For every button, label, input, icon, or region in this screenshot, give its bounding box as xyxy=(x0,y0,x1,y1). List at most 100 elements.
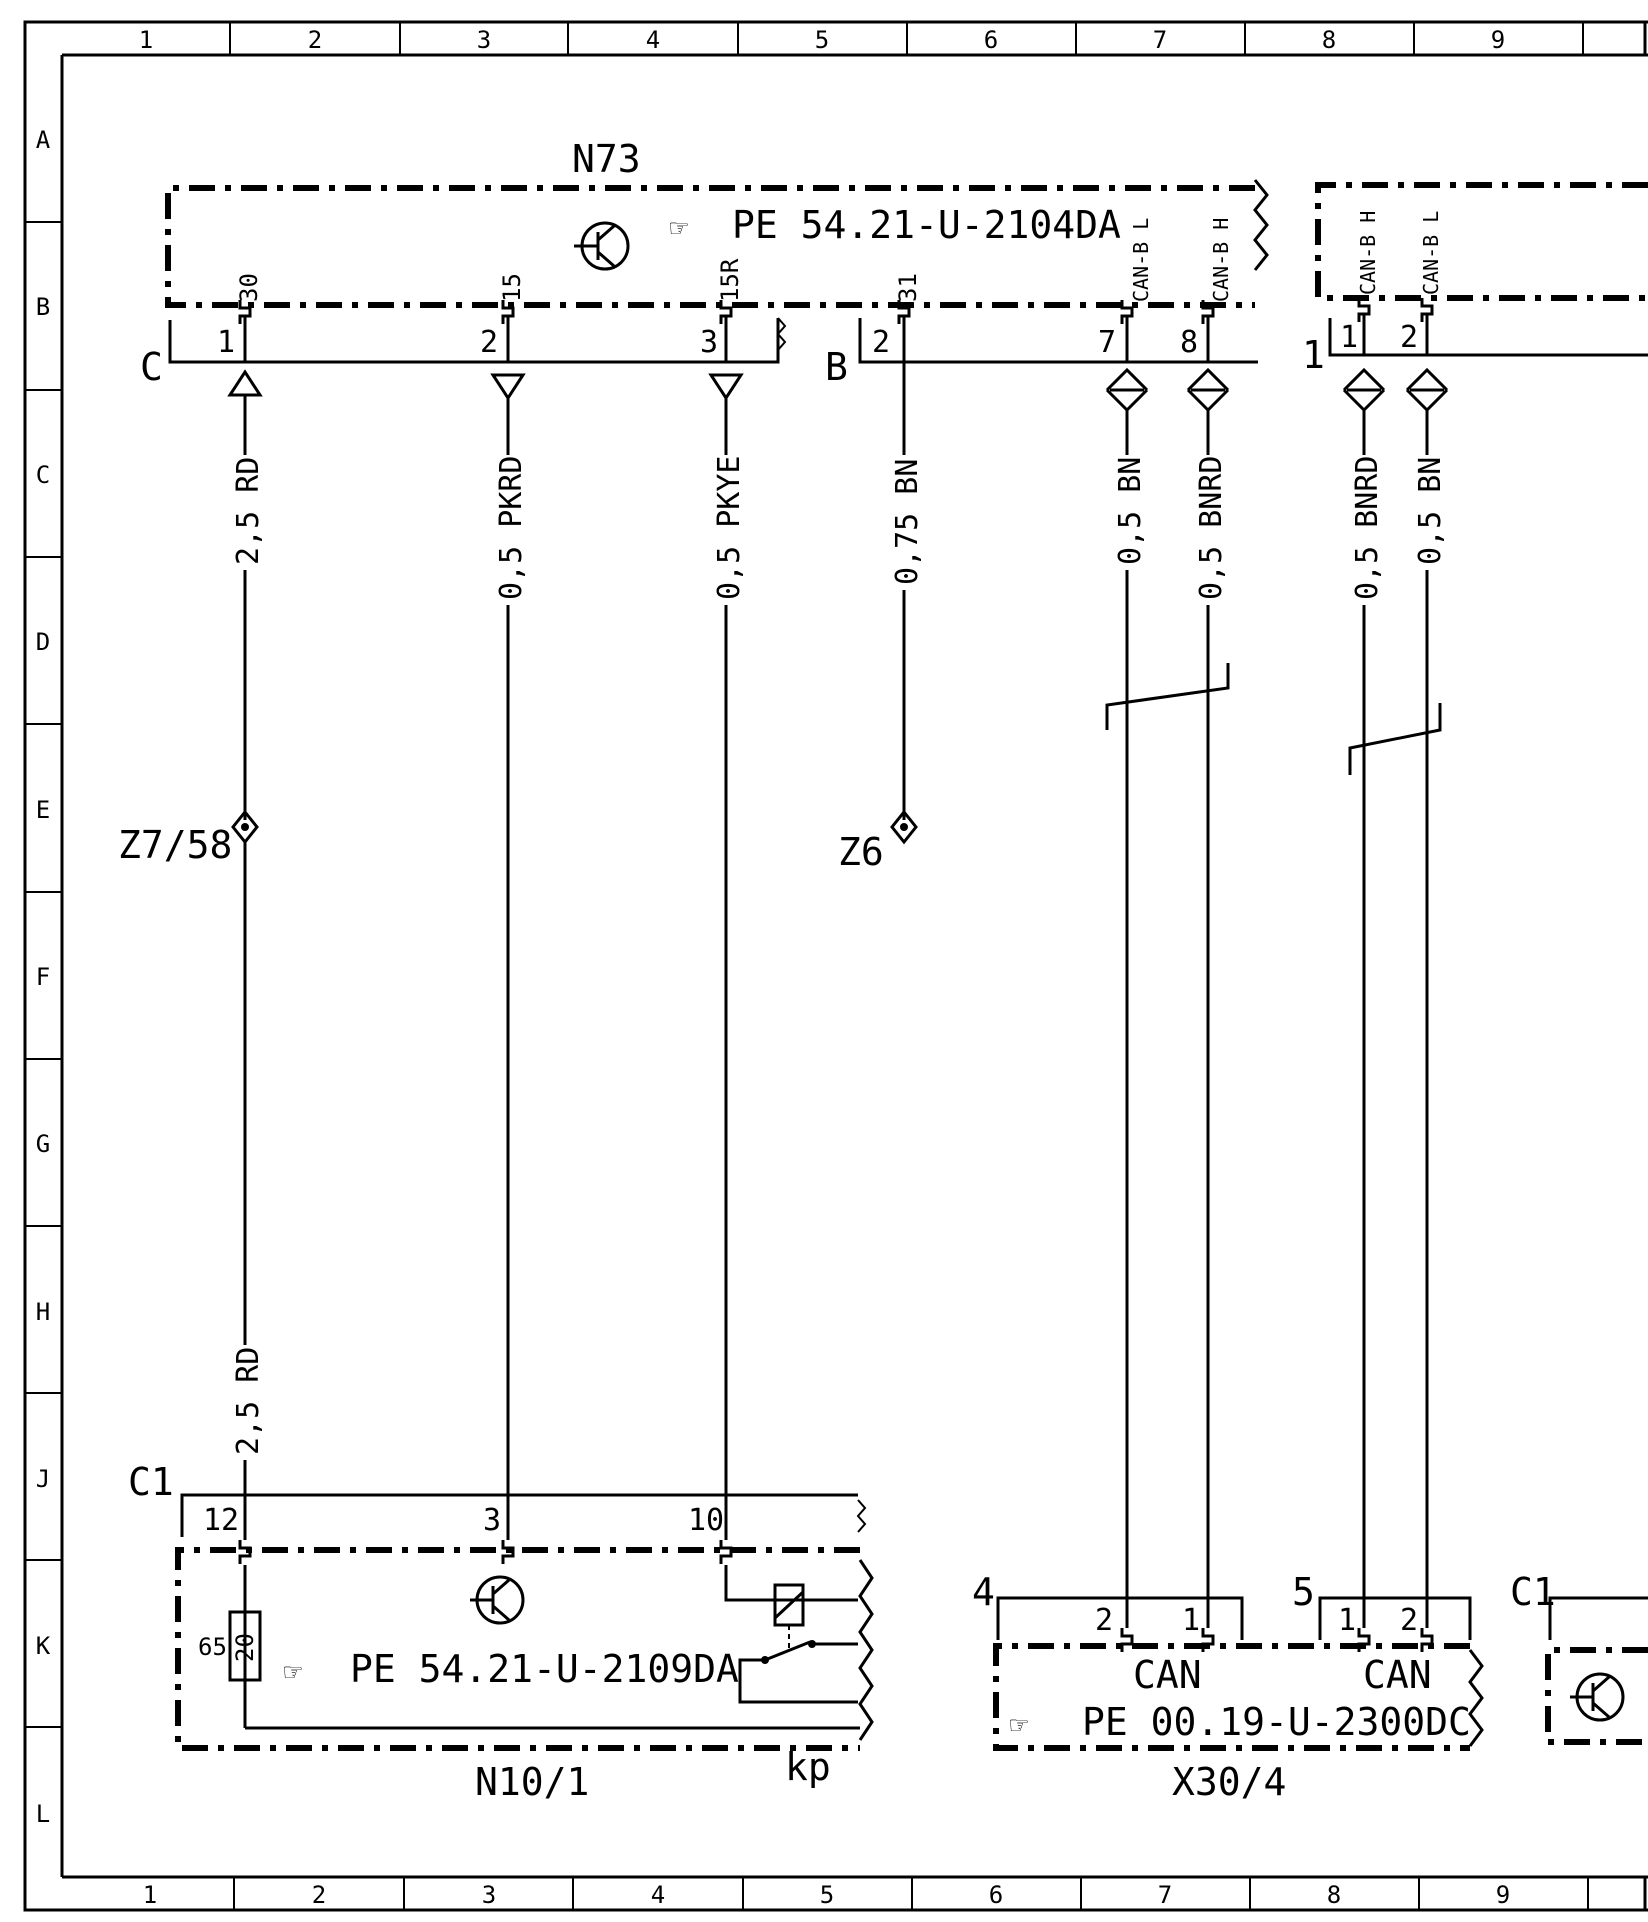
col-label-bottom: 1 xyxy=(143,1881,157,1909)
col-label-top: 6 xyxy=(984,26,998,54)
wire-label: 0,5 BN xyxy=(1413,457,1448,565)
pin-number: 3 xyxy=(483,1503,501,1538)
pin-function: CAN-B H xyxy=(1209,218,1233,302)
pin-function: 15 xyxy=(498,273,526,302)
transistor-icon xyxy=(1570,1672,1625,1722)
wire-label: 0,5 BNRD xyxy=(1350,456,1385,601)
row-grid: A B C D E F G H J K L xyxy=(25,126,62,1828)
col-label-bottom: 3 xyxy=(482,1881,496,1909)
transistor-icon xyxy=(470,1575,525,1625)
row-label: A xyxy=(36,126,51,154)
col-label-bottom: 8 xyxy=(1327,1881,1341,1909)
wire-label: 0,75 BN xyxy=(890,459,925,585)
pin-number: 7 xyxy=(1098,325,1116,360)
fuse-number: 65 xyxy=(198,1633,227,1661)
module-name: N10/1 xyxy=(475,1760,589,1804)
pin-number: 2 xyxy=(1095,1603,1113,1638)
wire-label: 0,5 PKYE xyxy=(712,456,747,601)
module-x30-4: 4 5 2 1 1 2 CAN CAN ☞ PE 00.19-U-2300DC … xyxy=(972,1570,1484,1804)
wire-label: 0,5 BNRD xyxy=(1194,456,1229,601)
connector-label: C xyxy=(140,345,163,389)
connector-label: C1 xyxy=(128,1460,174,1504)
col-label-bottom: 6 xyxy=(989,1881,1003,1909)
pin-number: 12 xyxy=(203,1503,239,1538)
connector-label: 1 xyxy=(1302,333,1325,377)
connector-label: 5 xyxy=(1292,1570,1315,1614)
pin-number: 2 xyxy=(1400,320,1418,355)
col-label-bottom: 9 xyxy=(1496,1881,1510,1909)
row-label: J xyxy=(36,1465,50,1493)
pin-number: 3 xyxy=(700,325,718,360)
col-label-top: 1 xyxy=(139,26,153,54)
row-label: G xyxy=(36,1130,50,1158)
col-label-bottom: 7 xyxy=(1158,1881,1172,1909)
hand-pointer-icon: ☞ xyxy=(670,211,688,246)
pin-number: 10 xyxy=(688,1503,724,1538)
wire-label: 0,5 BN xyxy=(1113,457,1148,565)
module-name: N73 xyxy=(572,137,641,181)
pin-function: 31 xyxy=(894,273,922,302)
partial-module: C1 xyxy=(1510,1570,1648,1745)
col-label-top: 9 xyxy=(1491,26,1505,54)
col-label-top: 4 xyxy=(646,26,660,54)
pin-function: CAN-B L xyxy=(1419,211,1443,295)
pin-number: 1 xyxy=(1182,1603,1200,1638)
col-label-bottom: 4 xyxy=(651,1881,665,1909)
pin-function: CAN-B H xyxy=(1356,211,1380,295)
row-label: C xyxy=(36,461,50,489)
connector-label: 4 xyxy=(972,1570,995,1614)
module-ref: PE 00.19-U-2300DC xyxy=(1082,1700,1471,1744)
right-module: 1 CAN-B H CAN-B L 1 2 xyxy=(1302,182,1648,377)
drawing-frame xyxy=(23,20,1648,1912)
fuse-rating: 20 xyxy=(231,1633,259,1662)
row-label: D xyxy=(36,628,50,656)
relay-icon xyxy=(724,1565,858,1704)
can-label: CAN xyxy=(1133,1653,1202,1697)
pin-function: CAN-B L xyxy=(1129,218,1153,302)
splice-label: Z6 xyxy=(838,830,884,874)
column-grid: 1 2 3 4 5 6 7 8 9 1 2 3 4 5 6 7 8 9 xyxy=(139,22,1589,1910)
can-label: CAN xyxy=(1363,1653,1432,1697)
fuse-icon xyxy=(228,1565,860,1730)
pin-number: 1 xyxy=(1340,320,1358,355)
splice-label: Z7/58 xyxy=(118,823,232,867)
hand-pointer-icon: ☞ xyxy=(1010,1708,1028,1743)
col-label-bottom: 2 xyxy=(312,1881,326,1909)
pin-number: 2 xyxy=(1400,1603,1418,1638)
pin-number: 8 xyxy=(1180,325,1198,360)
relay-label: kp xyxy=(785,1745,831,1789)
pin-number: 1 xyxy=(1338,1603,1356,1638)
col-label-top: 2 xyxy=(308,26,322,54)
pin-number: 2 xyxy=(872,325,890,360)
row-label: K xyxy=(36,1632,51,1660)
transistor-icon xyxy=(574,221,630,271)
pin-function: 30 xyxy=(235,273,263,302)
col-label-top: 5 xyxy=(815,26,829,54)
col-label-top: 7 xyxy=(1153,26,1167,54)
hand-pointer-icon: ☞ xyxy=(284,1655,302,1690)
module-n73: N73 ☞ PE 54.21-U-2104DA C B 30 15 15R 31… xyxy=(140,137,1269,389)
pin-number: 1 xyxy=(217,325,235,360)
module-name: X30/4 xyxy=(1172,1760,1286,1804)
row-label: H xyxy=(36,1298,50,1326)
connector-label: B xyxy=(825,345,848,389)
connector-label: C1 xyxy=(1510,1570,1556,1614)
row-label: E xyxy=(36,796,50,824)
row-label: L xyxy=(36,1800,50,1828)
row-label: F xyxy=(36,963,50,991)
wire-label: 2,5 RD xyxy=(231,1347,266,1455)
wire-label: 0,5 PKRD xyxy=(494,456,529,601)
col-label-bottom: 5 xyxy=(820,1881,834,1909)
wires xyxy=(243,362,1442,1598)
col-label-top: 3 xyxy=(477,26,491,54)
wire-label: 2,5 RD xyxy=(231,457,266,565)
row-label: B xyxy=(36,293,50,321)
wire-labels: 2,5 RD 0,5 PKRD 0,5 PKYE 0,75 BN 0,5 BN … xyxy=(228,455,1448,1460)
splice-points: Z7/58 Z6 xyxy=(118,809,918,874)
module-ref: PE 54.21-U-2109DA xyxy=(350,1647,739,1691)
col-label-top: 8 xyxy=(1322,26,1336,54)
module-n10-1: C1 12 3 10 65 20 ☞ PE 54.21-U-210 xyxy=(128,1460,874,1804)
pin-function: 15R xyxy=(716,258,744,302)
pin-number: 2 xyxy=(480,325,498,360)
